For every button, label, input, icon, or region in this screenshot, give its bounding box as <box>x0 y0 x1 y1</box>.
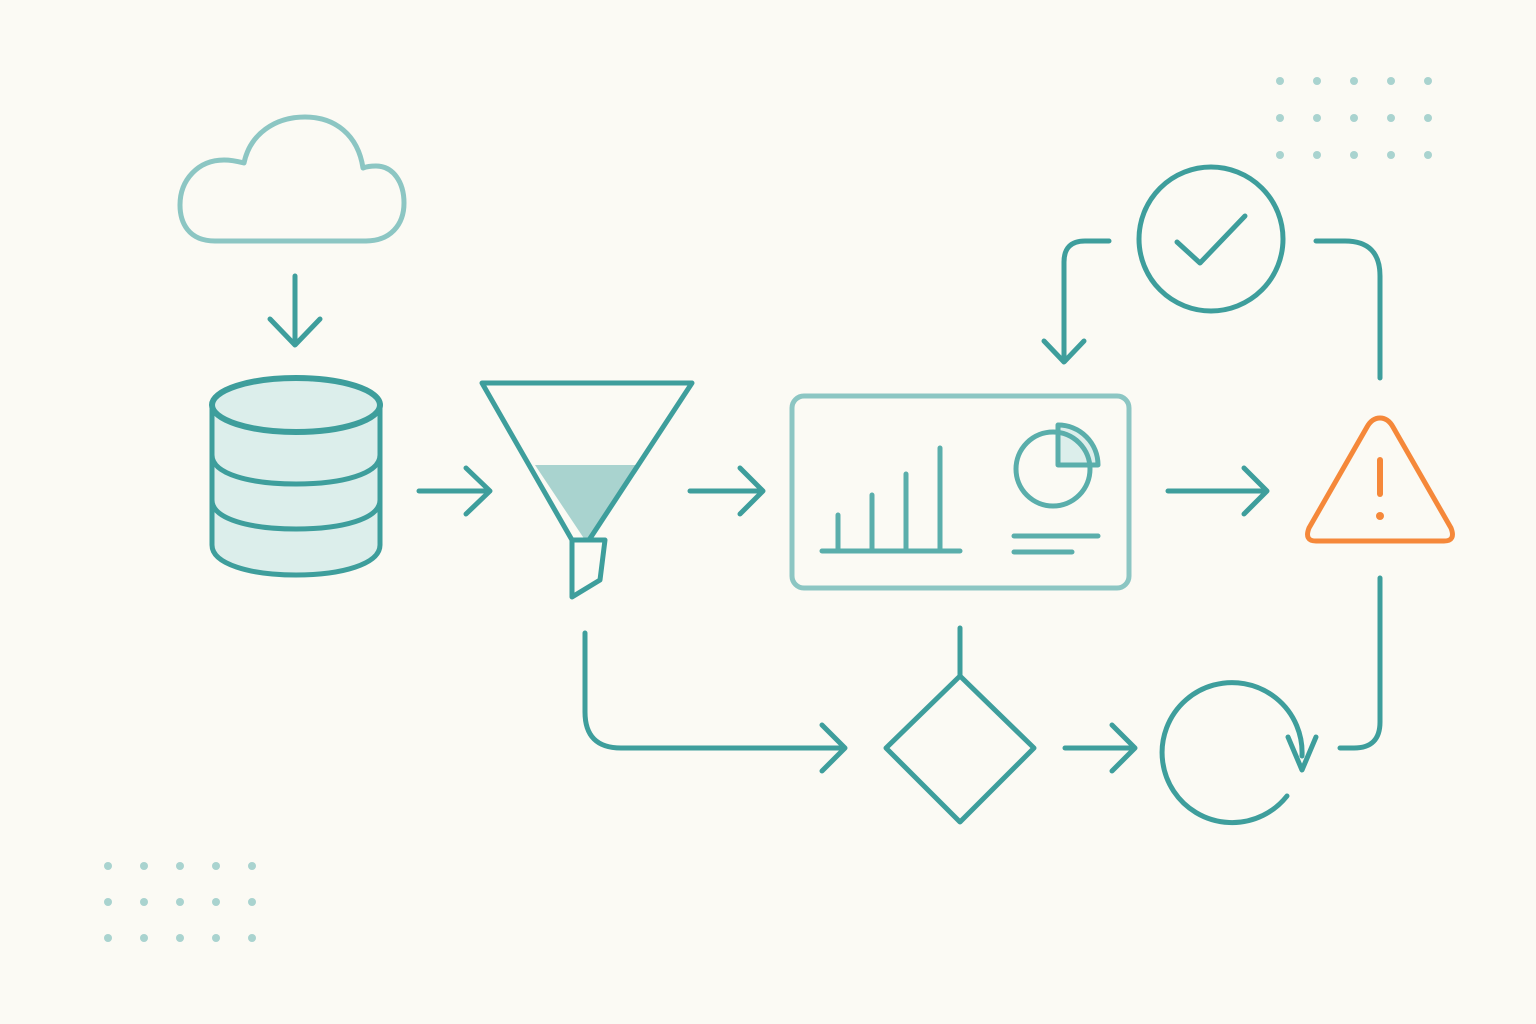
arrow-decision-to-refresh <box>1062 722 1138 774</box>
decorative-dot <box>248 898 256 906</box>
decorative-dot <box>1424 151 1432 159</box>
database-icon <box>209 375 383 578</box>
arrow-database-to-filter <box>416 465 493 517</box>
dot-grid-bottom-left <box>104 862 256 942</box>
decorative-dot <box>212 898 220 906</box>
decorative-dot <box>1276 77 1284 85</box>
legend-lines <box>1011 533 1101 555</box>
dot-grid-top-right <box>1276 77 1432 159</box>
decorative-dot <box>1276 151 1284 159</box>
decorative-dot <box>140 934 148 942</box>
decorative-dot <box>212 934 220 942</box>
connector-check-to-warning <box>1313 238 1383 381</box>
arrow-filter-to-dashboard <box>687 465 766 517</box>
decorative-dot <box>1350 77 1358 85</box>
check-circle-icon <box>1136 164 1286 314</box>
decorative-dot <box>1276 114 1284 122</box>
connector-check-to-dashboard <box>1041 238 1112 365</box>
decorative-dot <box>1313 151 1321 159</box>
decorative-dot <box>140 898 148 906</box>
decorative-dot <box>176 934 184 942</box>
decorative-dot <box>248 934 256 942</box>
decorative-dot <box>1424 114 1432 122</box>
refresh-icon <box>1159 680 1319 826</box>
arrow-cloud-to-database <box>267 273 323 348</box>
decorative-dot <box>1350 114 1358 122</box>
connector-filter-to-decision <box>582 630 848 774</box>
cloud-icon <box>177 114 407 244</box>
decorative-dot <box>1313 114 1321 122</box>
warning-icon <box>1305 415 1455 544</box>
bar-chart-icon <box>819 445 963 554</box>
decorative-dot <box>1387 77 1395 85</box>
decorative-dot <box>104 898 112 906</box>
decorative-dot <box>248 862 256 870</box>
arrow-dashboard-to-warning <box>1165 465 1270 517</box>
funnel-icon <box>479 380 695 600</box>
pie-chart-icon <box>1013 422 1101 509</box>
decorative-dot <box>1424 77 1432 85</box>
decorative-dot <box>140 862 148 870</box>
decorative-dot <box>176 862 184 870</box>
decorative-dot <box>212 862 220 870</box>
decorative-dot <box>1387 151 1395 159</box>
decorative-dot <box>104 862 112 870</box>
connector-warning-to-refresh <box>1337 575 1383 751</box>
diamond-icon <box>883 673 1037 825</box>
decorative-dot <box>1313 77 1321 85</box>
dashboard-icon <box>789 393 1132 591</box>
decorative-dot <box>176 898 184 906</box>
decorative-dot <box>104 934 112 942</box>
decorative-dot <box>1350 151 1358 159</box>
decorative-dot <box>1387 114 1395 122</box>
